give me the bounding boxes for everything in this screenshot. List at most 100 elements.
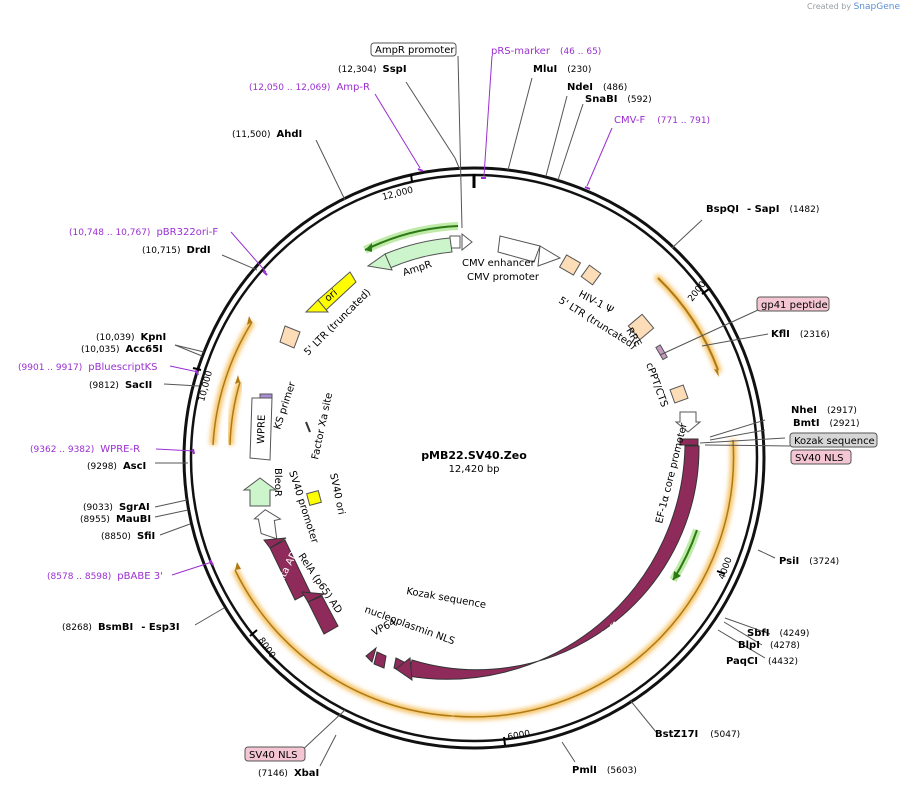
sv40-nls-tag-bottom <box>244 746 306 762</box>
svg-text:(7146)XbaI: (7146)XbaI <box>258 768 319 779</box>
tick-mark <box>503 736 506 746</box>
site-name-sgrai: SgrAI <box>119 502 150 513</box>
ef1a-promoter-arrow <box>674 411 702 433</box>
primer-range: (771 .. 791) <box>657 116 710 126</box>
cppt-cts-feature <box>669 384 689 404</box>
gp41-tag <box>756 296 830 312</box>
svg-text:(12,050 .. 12,069)Amp-R: (12,050 .. 12,069) Amp-R <box>249 82 370 93</box>
plasmid-length: 12,420 bp <box>449 464 500 475</box>
site-labels: (12,304)SspI MluI(230) NdeI(486) SnaBI(5… <box>62 64 859 779</box>
site-pos: (7146) <box>258 769 288 779</box>
svg-text:KflI(2316): KflI(2316) <box>771 329 830 340</box>
site-name-sspi: SspI <box>383 64 407 75</box>
ltr-5-right <box>558 254 582 276</box>
site-pos: (9812) <box>89 381 119 391</box>
site-pos: (10,035) <box>81 345 120 355</box>
svg-text:PaqCI(4432): PaqCI (4432) <box>726 656 798 667</box>
ampr-promoter-tag-text: AmpR promoter <box>375 45 455 56</box>
label-sv40-promoter: SV40 promoter <box>286 470 320 546</box>
sv40-nls-tag-right <box>790 449 852 465</box>
brand-prefix: Created by <box>807 2 852 11</box>
site-pos: (10,715) <box>142 246 181 256</box>
cppt-feature <box>655 344 668 361</box>
site-name-sfii: SfiI <box>137 531 155 542</box>
svg-text:NheI(2917): NheI (2917) <box>791 405 857 416</box>
svg-text:SnaBI(592): SnaBI(592) <box>585 94 652 105</box>
site-name-sbfi: SbfI <box>747 628 769 639</box>
tick-mark <box>701 288 710 295</box>
backbone-outer <box>182 166 766 750</box>
site-pos: (5047) <box>710 730 740 740</box>
svg-text:(12,304)SspI: (12,304)SspI <box>338 64 407 75</box>
sv40-nls-tag-right-text: SV40 NLS <box>795 453 844 464</box>
ampr-arrowhead <box>365 243 372 252</box>
primer-range: (8578 .. 8598) <box>47 572 111 582</box>
site-name-sacii: SacII <box>125 380 152 391</box>
cmv-promoter-feature <box>537 245 562 267</box>
svg-text:MluI(230): MluI(230) <box>533 64 591 75</box>
primer-name-amp-r: Amp-R <box>336 82 370 93</box>
site-name-bspqi: BspQI <box>706 204 739 215</box>
vp64-feature <box>373 651 387 669</box>
site-pos: (8268) <box>62 623 92 633</box>
svg-text:(9901 .. 9917)pBluescriptKS: (9901 .. 9917) pBluescriptKS <box>18 362 158 373</box>
kozak-marker <box>679 438 699 446</box>
site-pos: (9298) <box>87 462 117 472</box>
primer-name-pbr322ori-f: pBR322ori-F <box>156 227 218 238</box>
tick-mark <box>716 570 726 575</box>
rta-ad-head <box>263 537 287 549</box>
svg-text:(10,715)DrdI: (10,715)DrdI <box>142 245 211 256</box>
site-name-paqci: PaqCI <box>726 656 758 667</box>
factor-xa-site <box>305 421 311 433</box>
svg-text:SbfI(4249): SbfI(4249) <box>747 628 809 639</box>
site-pos: (8955) <box>80 515 110 525</box>
brand-name: SnapGene <box>853 2 900 12</box>
svg-text:PmlI(5603): PmlI(5603) <box>572 765 637 776</box>
cmv-enhancer-feature <box>497 235 541 263</box>
ori-feature-head <box>304 299 330 313</box>
primer-name-pbluescriptks: pBluescriptKS <box>88 362 157 373</box>
primer-name-cmv-f: CMV-F <box>614 115 645 126</box>
svg-text:BmtI(2921): BmtI(2921) <box>793 418 859 429</box>
svg-text:(9298)AscI: (9298) AscI <box>87 461 146 472</box>
site-name-esp3i: - Esp3I <box>141 622 179 633</box>
tick-mark <box>192 367 202 371</box>
wpre-feature <box>249 397 273 461</box>
label-cmv-enhancer: CMV enhancer <box>462 258 536 269</box>
primer-range: (12,050 .. 12,069) <box>249 83 330 93</box>
label-bleor: BleoR <box>272 468 283 497</box>
label-kozak-inner: Kozak sequence <box>405 586 486 611</box>
ampr-arrow-line <box>364 225 459 251</box>
site-pos: (4432) <box>768 657 798 667</box>
svg-text:pRS-marker(46 .. 65): pRS-marker(46 .. 65) <box>491 46 601 57</box>
site-name-pmli: PmlI <box>572 765 597 776</box>
site-pos: (2921) <box>830 419 860 429</box>
plasmid-name: pMB22.SV40.Zeo <box>421 449 527 462</box>
ltr-5-left <box>279 325 301 349</box>
primer-name-prs-marker: pRS-marker <box>491 46 551 57</box>
sv40-nls-tag-bottom-text: SV40 NLS <box>249 750 298 761</box>
primer-range: (10,748 .. 10,767) <box>69 228 150 238</box>
svg-text:(10,039)KpnI: (10,039)KpnI <box>96 332 166 343</box>
label-factor-xa: Factor Xa site <box>310 392 335 461</box>
svg-text:(11,500)AhdI: (11,500)AhdI <box>232 129 302 140</box>
site-pos: (2917) <box>827 406 857 416</box>
svg-text:(10,748 .. 10,767)pBR322ori-F: (10,748 .. 10,767) pBR322ori-F <box>69 227 218 238</box>
green-arrowhead-right <box>673 571 681 580</box>
bleor-feature <box>242 477 278 507</box>
site-name-psii: PsiI <box>779 556 799 567</box>
site-name-nhei: NheI <box>791 405 817 416</box>
tick-label-6000: 6000 <box>507 729 532 743</box>
label-ks-primer: KS primer <box>272 380 298 431</box>
site-name-asci: AscI <box>123 461 146 472</box>
primer-name-pbabe-3: pBABE 3' <box>117 571 163 582</box>
site-name-snabi: SnaBI <box>585 94 617 105</box>
svg-text:BstZ17I(5047): BstZ17I(5047) <box>655 729 740 740</box>
ascpf1-feature <box>407 445 700 680</box>
primer-range: (9901 .. 9917) <box>18 363 82 373</box>
primer-markers <box>192 168 591 566</box>
ks-primer-site <box>259 393 273 399</box>
svg-text:CMV-F(771 .. 791): CMV-F (771 .. 791) <box>614 115 710 126</box>
rre-feature <box>627 313 655 341</box>
sv40-promoter-feature <box>253 509 282 540</box>
